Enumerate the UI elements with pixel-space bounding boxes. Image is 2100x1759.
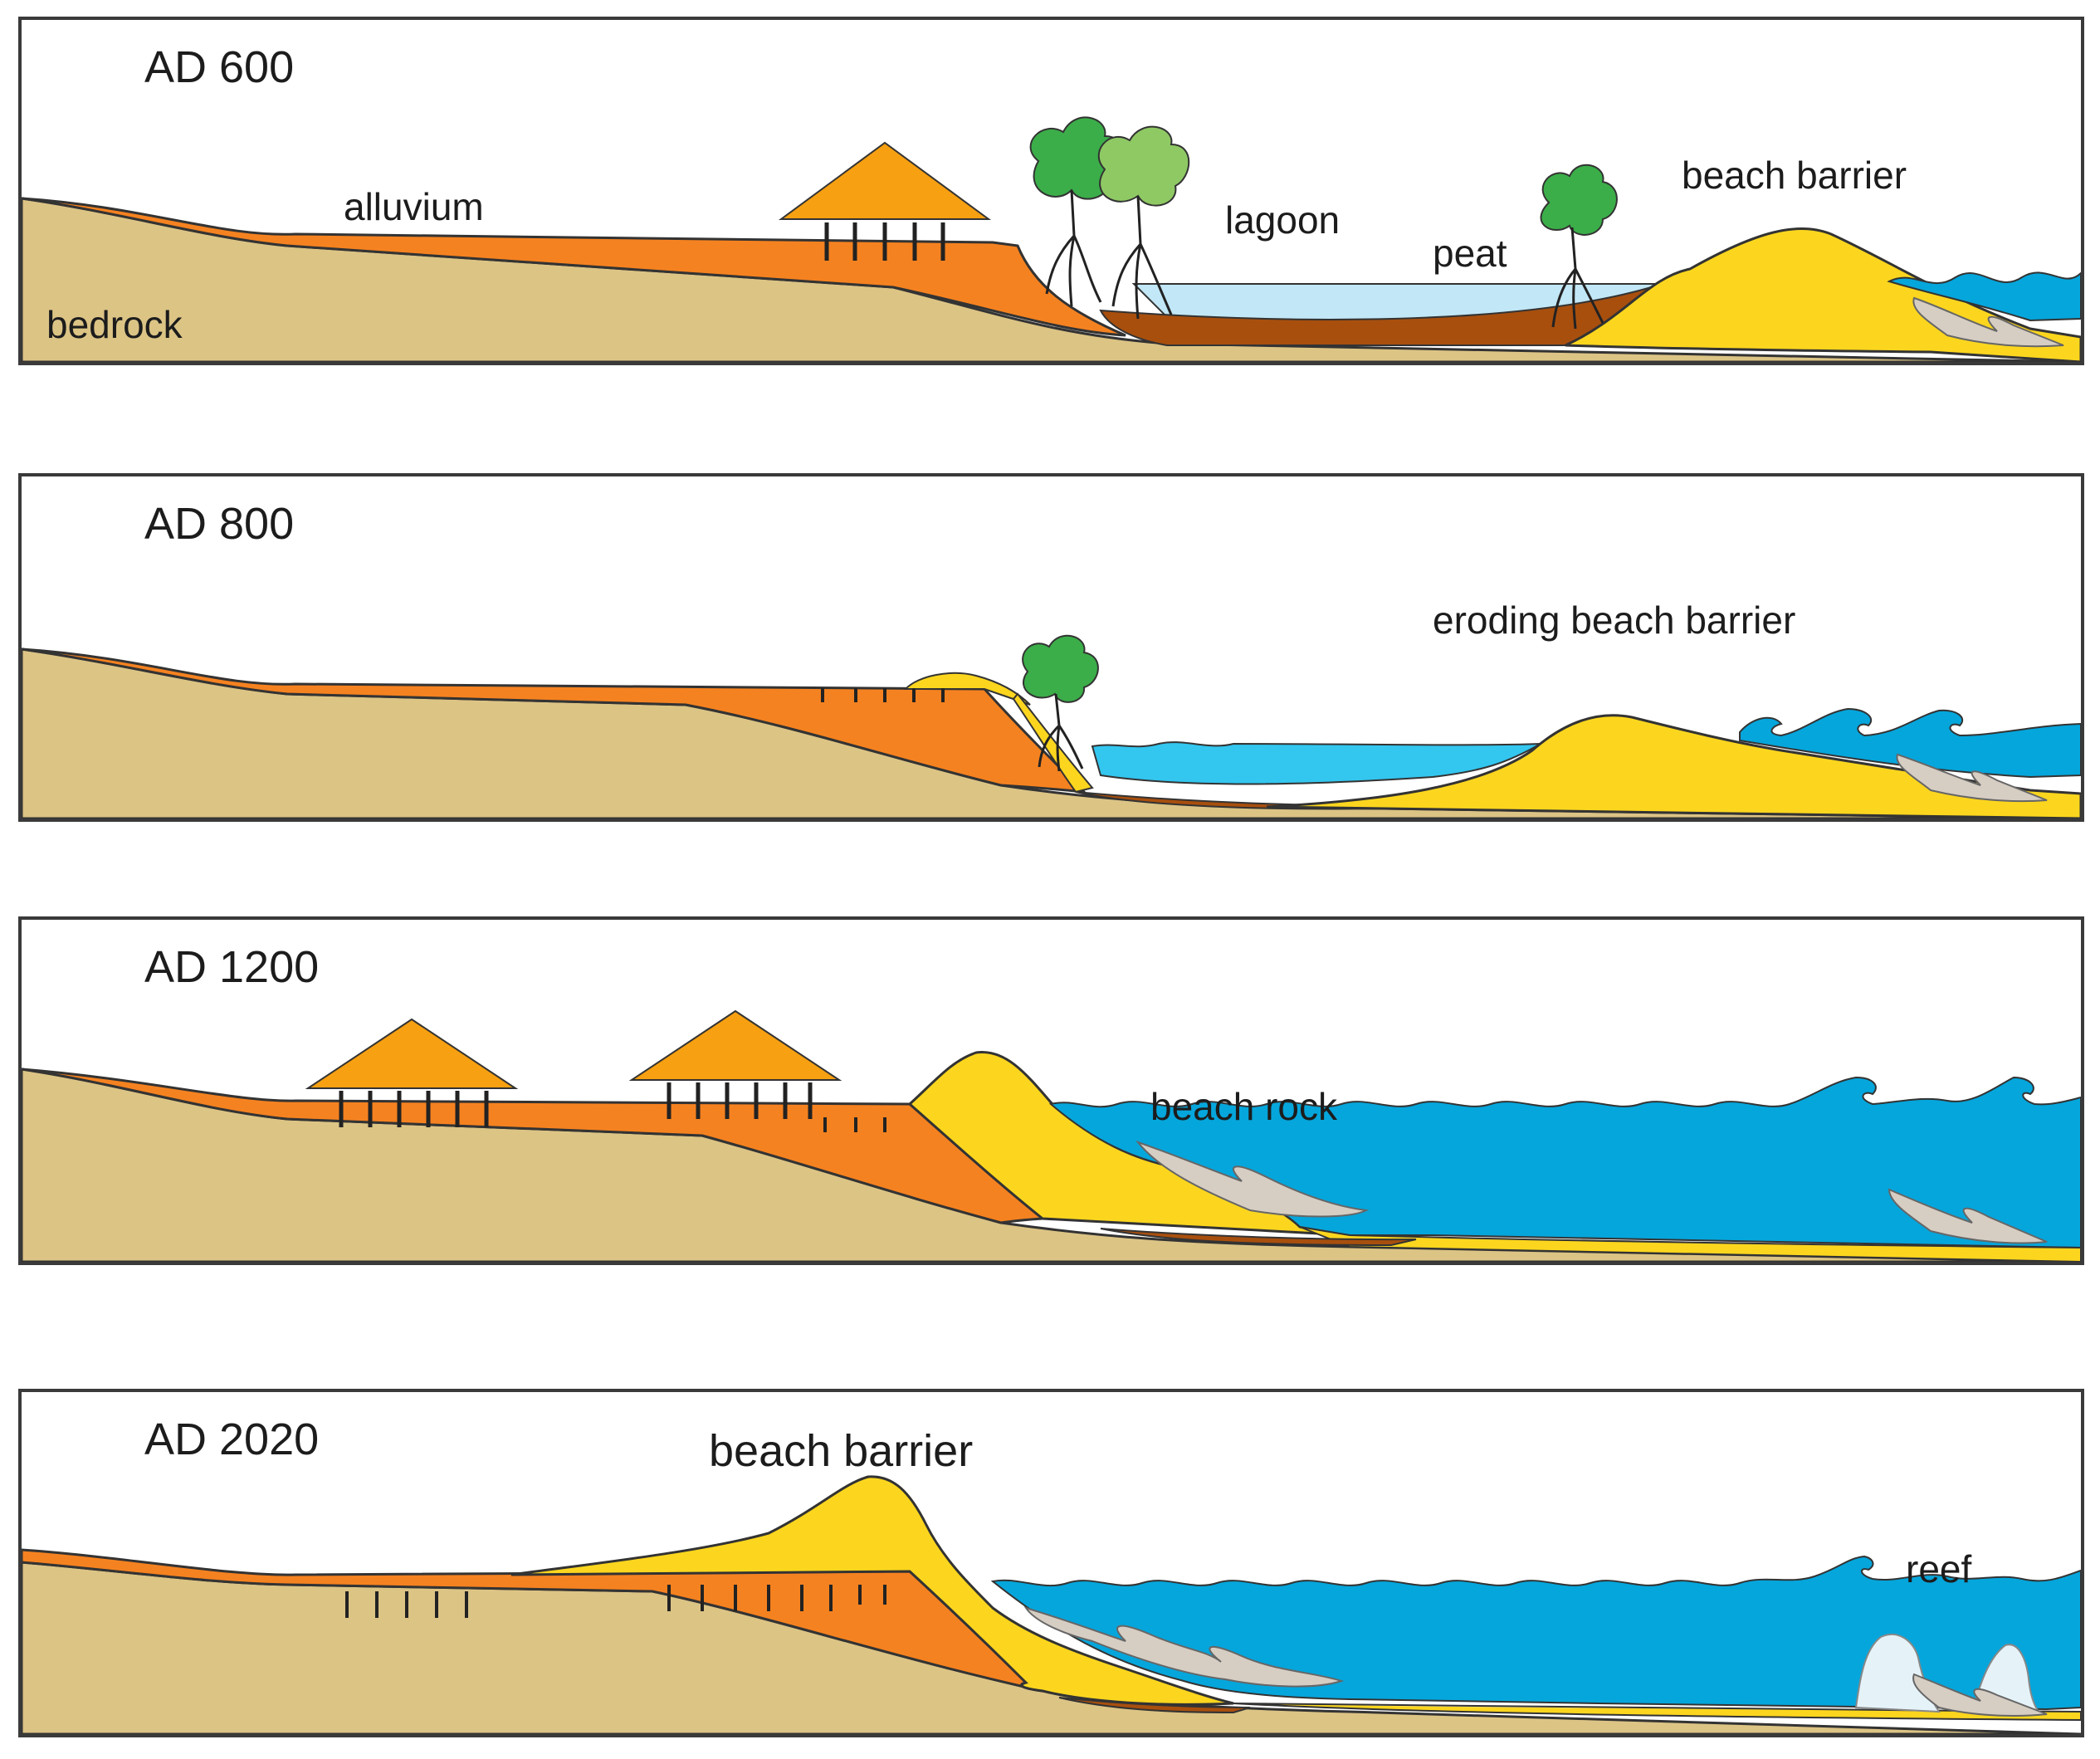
beach-rock [1023,1606,1345,1688]
cross-section-ad-600 [22,116,2081,362]
label-alluvium: alluvium [344,185,484,228]
stilt-house-icon [778,141,992,261]
house-post-remains-icon [823,1117,886,1132]
mangrove-tree-icon [1022,634,1099,772]
panel-title: AD 2020 [144,1415,320,1464]
panel-ad-800: AD 800 eroding beach barrier [18,473,2084,822]
panel-ad-1200: AD 1200 beach rock [18,916,2084,1265]
label-eroding-beach-barrier: eroding beach barrier [1433,599,1796,642]
alluvium-layer [22,197,1126,337]
panel-title: AD 1200 [144,942,320,992]
house-post-remains-icon [821,688,945,702]
beach-rock [1888,1188,2048,1244]
label-peat: peat [1433,232,1507,275]
panel-title: AD 800 [144,499,295,549]
mangrove-tree-icon [1540,164,1618,330]
label-beach-rock: beach rock [1150,1085,1338,1128]
panel-title: AD 600 [144,42,295,92]
label-bedrock: bedrock [46,303,183,346]
label-lagoon: lagoon [1225,198,1341,242]
peat-layer [1100,1228,1417,1247]
sand-floor [1299,1226,2081,1262]
label-beach-barrier: beach barrier [709,1426,974,1476]
cross-section-ad-800 [22,634,2081,818]
lagoon-water [1091,741,1541,785]
beach-rock [1912,1673,2048,1717]
sea-water [1739,707,2081,779]
alluvium-layer [22,647,1088,794]
beach-rock [1912,296,2064,348]
house-post-remains-icon [345,1585,886,1618]
label-reef: reef [1906,1547,1972,1590]
mangrove-tree-icon [1097,125,1190,320]
beach-rock [1896,753,2048,803]
sea-water [1887,271,2081,322]
beach-rock [1135,1140,1370,1218]
peat-layer [1058,1697,1251,1714]
label-beach-barrier: beach barrier [1682,154,1907,197]
cross-section-ad-1200 [22,1009,2081,1262]
sand-slope-strip [1012,692,1094,794]
sand-mound [903,672,1031,706]
cross-section-ad-2020 [22,1475,2081,1734]
panel-ad-2020: AD 2020 beach barrier reef [18,1389,2084,1737]
stilt-house-icon [305,1018,519,1127]
beach-barrier-sand [510,1475,1234,1706]
panel-ad-600: AD 600 alluvium bedrock lagoon peat beac… [18,17,2084,365]
stilt-house-icon [628,1009,842,1119]
beach-barrier-sand [1266,714,2081,818]
